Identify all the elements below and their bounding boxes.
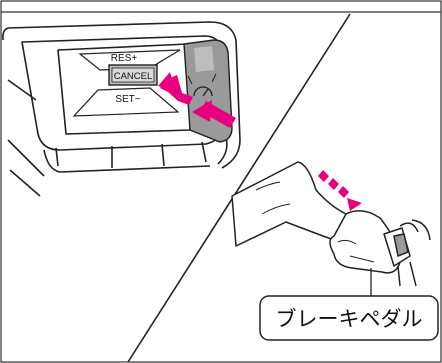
press-arrow-icon — [192, 100, 236, 128]
res-label: RES+ — [111, 53, 138, 64]
cancel-label: CANCEL — [114, 71, 153, 82]
mode-switch-highlight — [194, 46, 214, 72]
cancel-button[interactable]: CANCEL — [108, 64, 158, 86]
set-label: SET− — [115, 94, 140, 105]
press-arrow-icon — [158, 72, 193, 105]
leg-and-foot — [231, 161, 401, 274]
speed-down-arrow-icon — [318, 170, 362, 211]
set-button[interactable]: SET− — [72, 87, 180, 117]
diagonal-divider — [127, 13, 351, 363]
brake-pedal-label: ブレーキペダル — [276, 308, 423, 331]
brake-pedal-callout: ブレーキペダル — [259, 295, 439, 341]
cruise-icon — [187, 73, 217, 97]
brake-pedal — [383, 219, 431, 287]
